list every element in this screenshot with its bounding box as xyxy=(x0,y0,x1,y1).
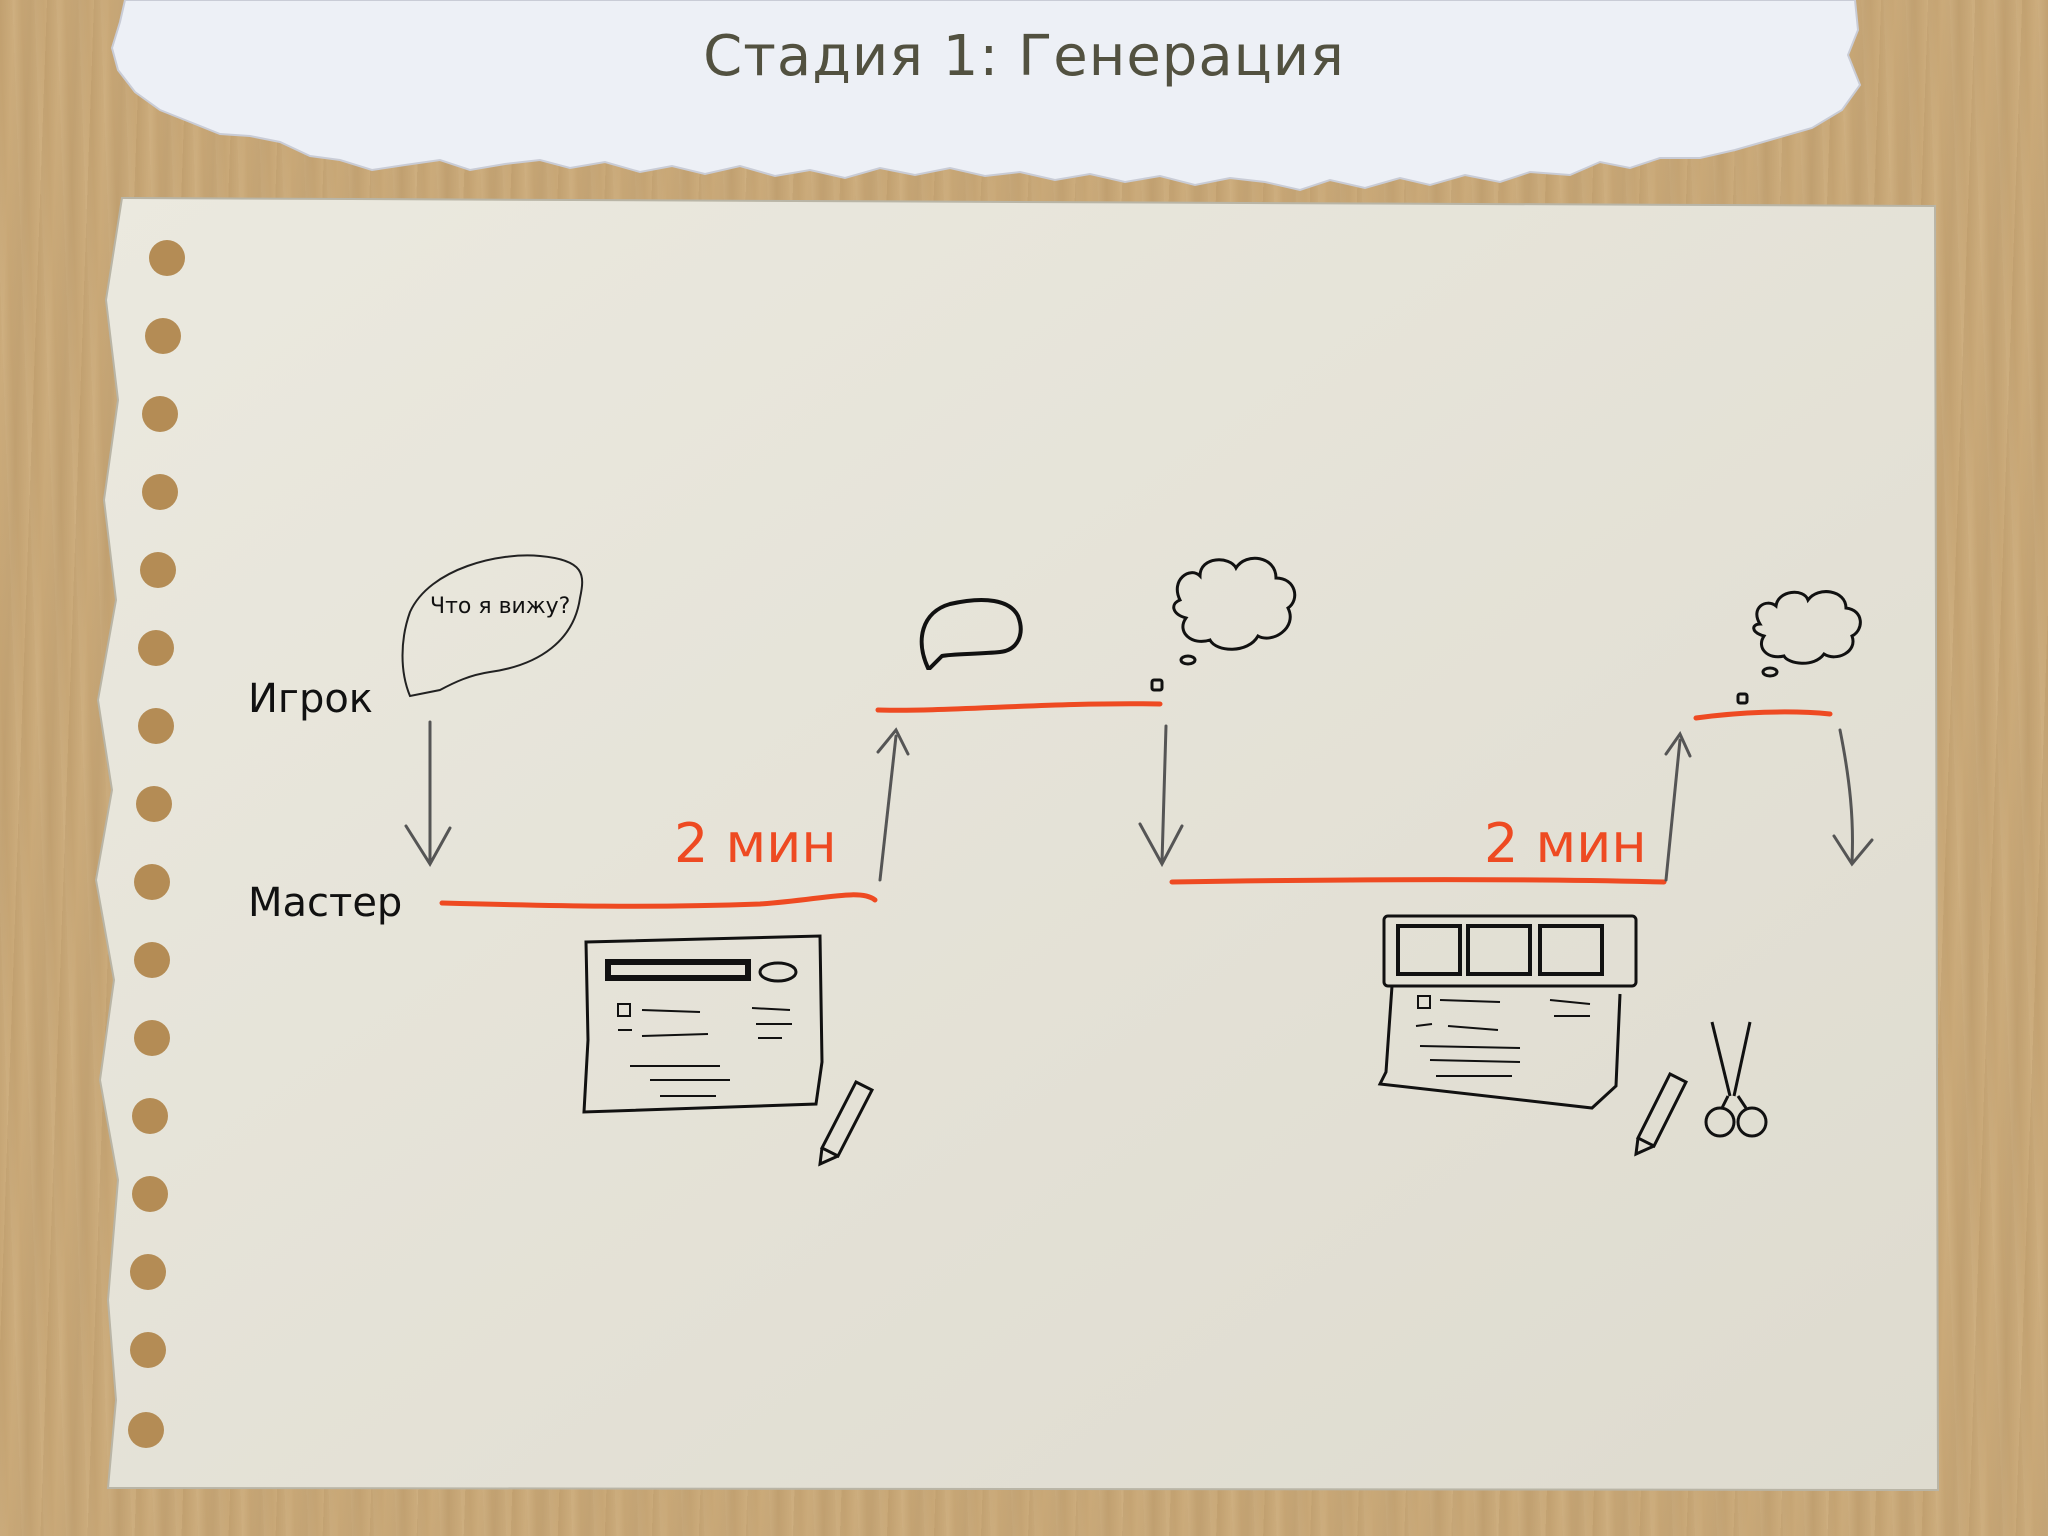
speech-bubble-text: Что я вижу? xyxy=(430,594,571,619)
player-timeline-2 xyxy=(1693,709,1833,721)
master-timeline-2 xyxy=(1169,877,1667,885)
arrow-up-1 xyxy=(876,727,910,882)
arrow-down-3 xyxy=(1832,728,1874,867)
scissors-icon xyxy=(1704,1021,1768,1138)
spiral-holes xyxy=(128,240,185,1448)
form-sketch-2 xyxy=(1377,914,1638,1110)
pencil-icon-2 xyxy=(1634,1071,1689,1157)
slide-title: Стадия 1: Генерация xyxy=(703,24,1345,89)
master-timeline-1 xyxy=(439,892,878,909)
lane-label-master: Мастер xyxy=(248,880,403,926)
pencil-icon-1 xyxy=(818,1079,875,1167)
notebook-sheet xyxy=(94,196,1940,1492)
thought-cloud-2 xyxy=(1736,590,1862,705)
torn-paper-header xyxy=(110,0,1862,192)
lane-label-player: Игрок xyxy=(248,676,373,722)
arrow-down-1 xyxy=(404,720,452,867)
arrow-up-2 xyxy=(1664,730,1692,882)
arrow-down-2 xyxy=(1138,724,1184,868)
form-sketch-1 xyxy=(582,934,824,1114)
duration-label-1: 2 мин xyxy=(674,812,837,875)
thought-cloud-1 xyxy=(1150,556,1297,692)
speech-bubble-shape xyxy=(401,554,584,698)
speech-bubble-empty xyxy=(919,598,1023,670)
duration-label-2: 2 мин xyxy=(1484,812,1647,875)
player-timeline-1 xyxy=(875,701,1163,713)
